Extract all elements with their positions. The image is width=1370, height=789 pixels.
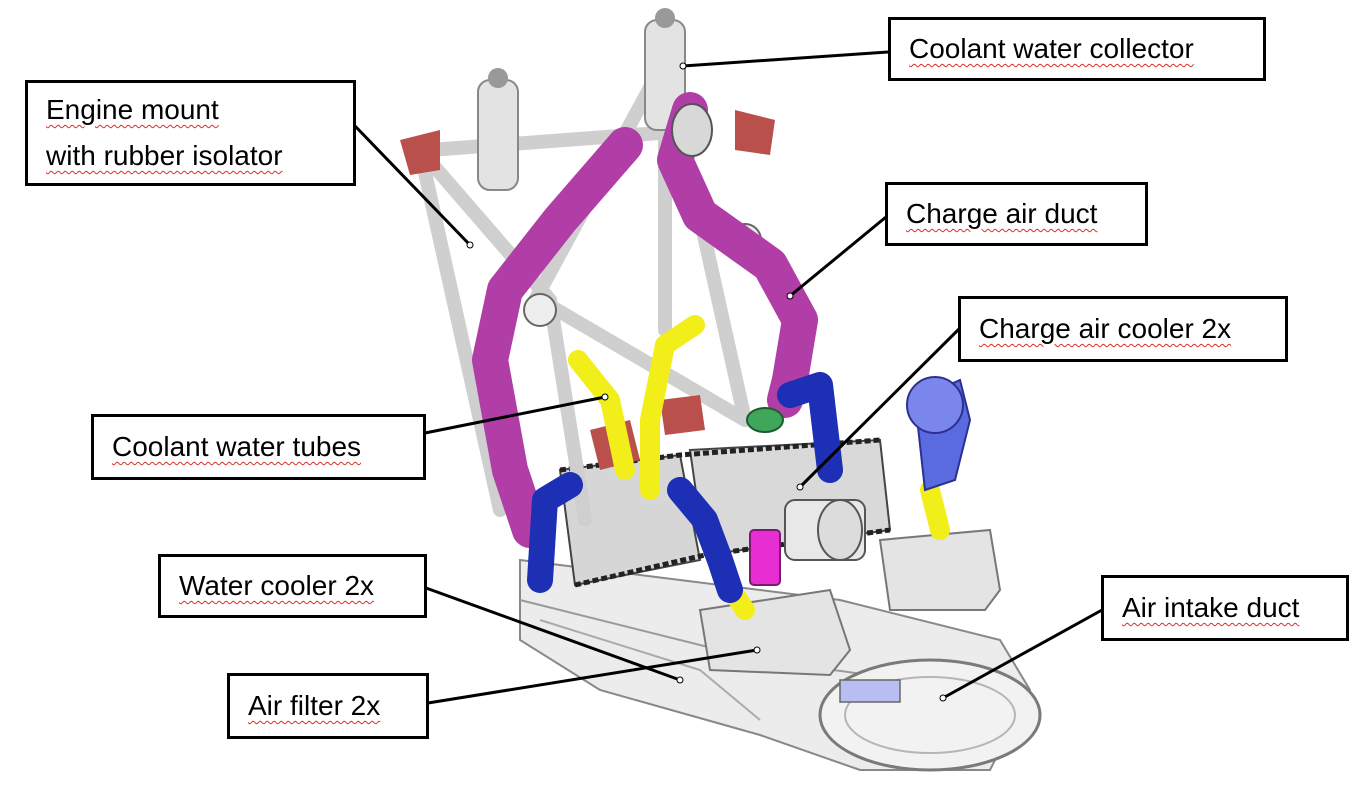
air-intake-duct-shape bbox=[818, 658, 1042, 772]
label-charge-air-duct: Charge air duct bbox=[885, 182, 1148, 246]
label-coolant-water-collector-text: Coolant water collector bbox=[909, 33, 1194, 64]
charge-air-duct-flange bbox=[671, 103, 713, 157]
label-charge-air-cooler-text: Charge air cooler 2x bbox=[979, 313, 1232, 344]
label-water-cooler-text: Water cooler 2x bbox=[179, 570, 375, 601]
label-coolant-water-collector: Coolant water collector bbox=[888, 17, 1266, 81]
air-intake-elbow bbox=[906, 376, 972, 492]
coolant-tubes-yellow bbox=[568, 315, 950, 620]
leader-charge-air-cooler bbox=[798, 326, 962, 489]
leader-air-intake-duct bbox=[942, 608, 1103, 700]
leader-water-cooler bbox=[425, 586, 681, 682]
leader-dots bbox=[466, 62, 947, 702]
coolant-tubes-blue bbox=[527, 372, 843, 603]
leader-coolant-water-tubes bbox=[424, 395, 606, 435]
label-charge-air-cooler: Charge air cooler 2x bbox=[958, 296, 1288, 362]
label-charge-air-duct-text: Charge air duct bbox=[906, 198, 1098, 229]
label-engine-mount: Engine mount with rubber isolator bbox=[25, 80, 356, 186]
leader-coolant-water-collector bbox=[682, 50, 889, 68]
label-water-cooler: Water cooler 2x bbox=[158, 554, 427, 618]
label-air-intake-duct: Air intake duct bbox=[1101, 575, 1349, 641]
leader-charge-air-duct bbox=[789, 215, 887, 298]
connector-magenta bbox=[749, 529, 781, 586]
leader-engine-mount bbox=[353, 124, 472, 247]
charge-air-duct-shape bbox=[472, 92, 818, 548]
label-coolant-water-tubes-text: Coolant water tubes bbox=[112, 431, 362, 462]
green-clamp bbox=[746, 407, 784, 433]
label-air-filter-text: Air filter 2x bbox=[248, 690, 381, 721]
label-coolant-water-tubes: Coolant water tubes bbox=[91, 414, 426, 480]
label-engine-mount-line1: Engine mount bbox=[46, 94, 219, 125]
label-engine-mount-line2: with rubber isolator bbox=[46, 140, 283, 171]
leader-lines bbox=[353, 50, 1103, 705]
coolant-water-collector-shape bbox=[477, 8, 686, 191]
leader-air-filter bbox=[427, 648, 758, 705]
label-air-filter: Air filter 2x bbox=[227, 673, 429, 739]
label-air-intake-duct-text: Air intake duct bbox=[1122, 592, 1300, 623]
